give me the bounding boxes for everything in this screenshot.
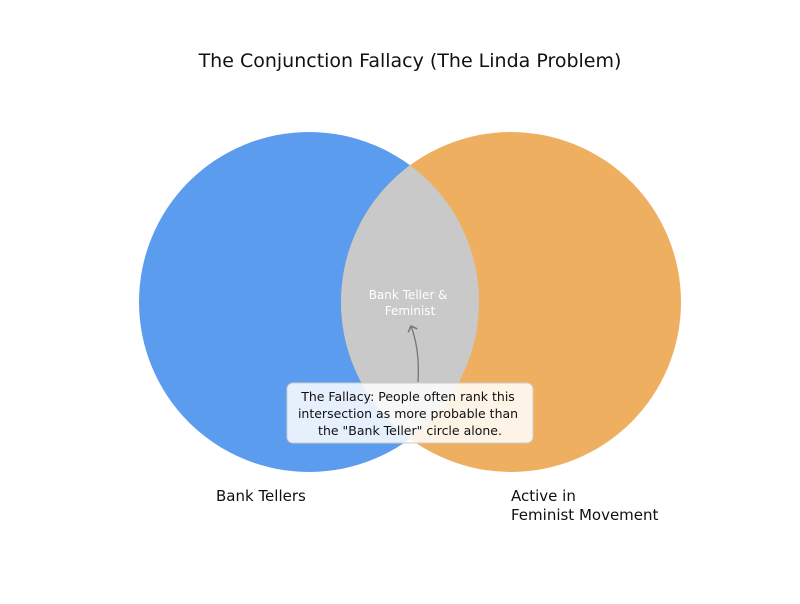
annotation-text: The Fallacy: People often rank this inte… — [298, 389, 522, 438]
diagram-title: The Conjunction Fallacy (The Linda Probl… — [198, 50, 622, 72]
annotation-box — [286, 382, 534, 444]
annotation-arrow — [411, 326, 419, 383]
bank-tellers-label: Bank Tellers — [216, 487, 306, 505]
intersection-label: Bank Teller & Feminist — [369, 288, 452, 318]
feminist-movement-label: Active in Feminist Movement — [511, 487, 659, 524]
